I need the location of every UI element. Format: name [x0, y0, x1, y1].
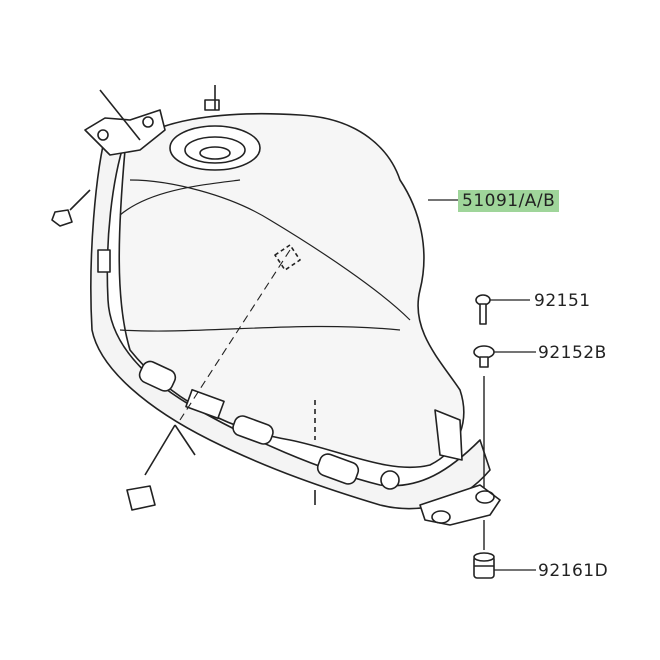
- collar-92152b-drawing: [473, 345, 495, 368]
- bolt-92151-drawing: [475, 294, 491, 325]
- part-label-bolt[interactable]: 92151: [534, 291, 591, 311]
- tank-top-line-2: [119, 179, 241, 216]
- part-label-damper[interactable]: 92161D: [538, 561, 609, 581]
- rear-bracket: [419, 484, 501, 526]
- bottom-rubber: [126, 485, 156, 511]
- left-grommet: [51, 209, 73, 227]
- part-label-collar[interactable]: 92152B: [538, 343, 607, 363]
- damper-92161d-drawing: [473, 552, 495, 579]
- front-bracket: [84, 109, 166, 156]
- tank-flange: [90, 124, 491, 510]
- tank-top-line: [129, 179, 411, 321]
- part-label-tank[interactable]: 51091/A/B: [458, 190, 560, 212]
- tank-body: [118, 112, 465, 469]
- tank-crease: [119, 325, 401, 332]
